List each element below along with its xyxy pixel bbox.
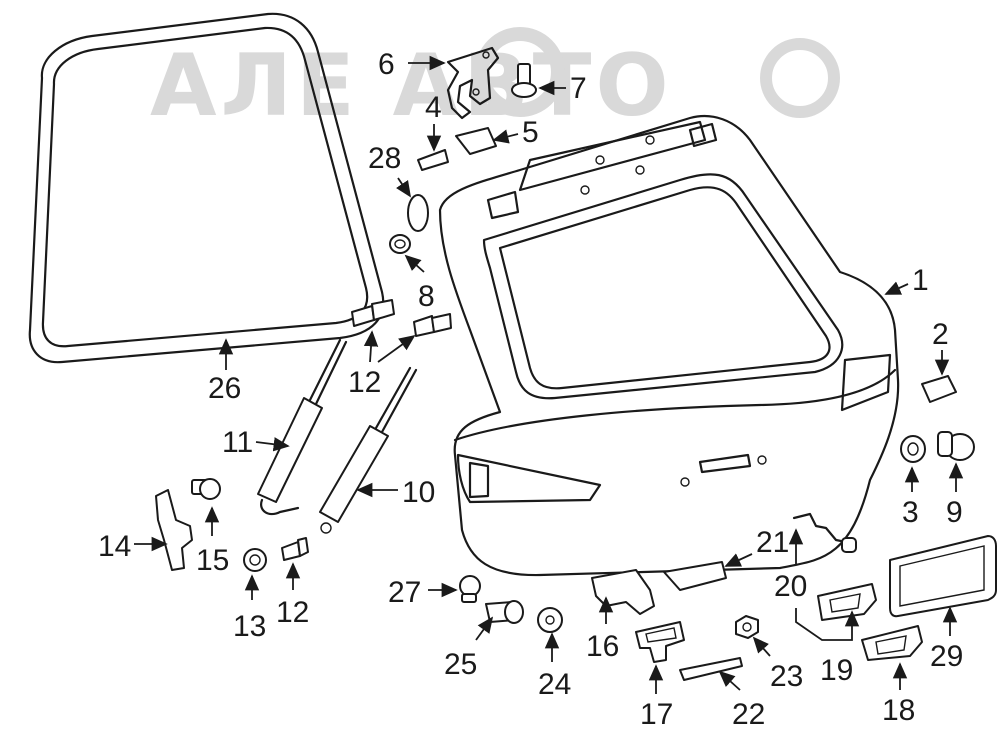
- part-28-emblem: [407, 194, 429, 232]
- callout-17: 17: [640, 698, 673, 731]
- callout-21: 21: [756, 526, 789, 559]
- callout-10: 10: [402, 476, 435, 509]
- part-2-clip: [921, 375, 957, 403]
- callout-6: 6: [378, 48, 395, 81]
- callout-9: 9: [946, 496, 963, 529]
- part-19-lamp: [817, 583, 877, 621]
- part-15-bolt: [191, 478, 221, 500]
- part-18-lamp: [861, 625, 923, 661]
- part-13-washer: [243, 548, 267, 572]
- callout-28: 28: [368, 142, 401, 175]
- part-24-grommet: [537, 607, 563, 633]
- callout-2: 2: [932, 318, 949, 351]
- callout-3: 3: [902, 496, 919, 529]
- callout-7: 7: [570, 72, 587, 105]
- part-25-bumper: [485, 600, 524, 624]
- leader-lines: [134, 55, 964, 694]
- part-29-plate: [889, 535, 997, 618]
- part-4-pad: [417, 149, 449, 171]
- part-9-bumper: [937, 431, 975, 461]
- part-26-glass: [28, 12, 385, 364]
- part-3-grommet: [900, 435, 926, 463]
- callout-22: 22: [732, 698, 765, 731]
- part-22-bracket: [679, 657, 743, 681]
- callout-20: 20: [774, 570, 807, 603]
- part-11-strut: [257, 338, 348, 516]
- callout-12-top: 12: [348, 366, 381, 399]
- part-20-wiring: [792, 512, 857, 553]
- callout-labels: 6 7 4 5 28 8 1 2 3 9 10 11 12 26 14 15 1…: [98, 48, 963, 731]
- part-8-grommet: [389, 234, 411, 254]
- callout-27: 27: [388, 576, 421, 609]
- callout-29: 29: [930, 640, 963, 673]
- callout-5: 5: [522, 116, 539, 149]
- callout-4: 4: [425, 91, 442, 124]
- part-6-hinge: [446, 46, 500, 120]
- part-23-nut: [735, 615, 759, 639]
- callout-19: 19: [820, 654, 853, 687]
- callout-24: 24: [538, 668, 571, 701]
- callout-26: 26: [208, 372, 241, 405]
- part-16-latch: [591, 569, 655, 615]
- part-10-strut: [319, 366, 418, 534]
- callout-25: 25: [444, 648, 477, 681]
- part-21-handle: [663, 561, 727, 591]
- part-17-switch: [635, 621, 685, 663]
- part-27-clip: [459, 575, 481, 603]
- part-14-link: [155, 489, 193, 571]
- callout-23: 23: [770, 660, 803, 693]
- callout-14: 14: [98, 530, 131, 563]
- callout-18: 18: [882, 694, 915, 727]
- callout-8: 8: [418, 280, 435, 313]
- callout-16: 16: [586, 630, 619, 663]
- part-5-cover: [455, 127, 497, 155]
- part-1-liftgate: [438, 114, 900, 577]
- watermark: АЛЕ АВТО: [150, 27, 840, 136]
- part-12-studs: [281, 299, 452, 561]
- watermark-gear-icon: [475, 27, 840, 118]
- callout-12-bottom: 12: [276, 596, 309, 629]
- part-7-bolt: [511, 63, 537, 98]
- watermark-text: АЛЕ АВТО: [150, 36, 673, 136]
- callout-1: 1: [912, 264, 929, 297]
- callout-15: 15: [196, 544, 229, 577]
- callout-13: 13: [233, 610, 266, 643]
- callout-11: 11: [222, 426, 253, 459]
